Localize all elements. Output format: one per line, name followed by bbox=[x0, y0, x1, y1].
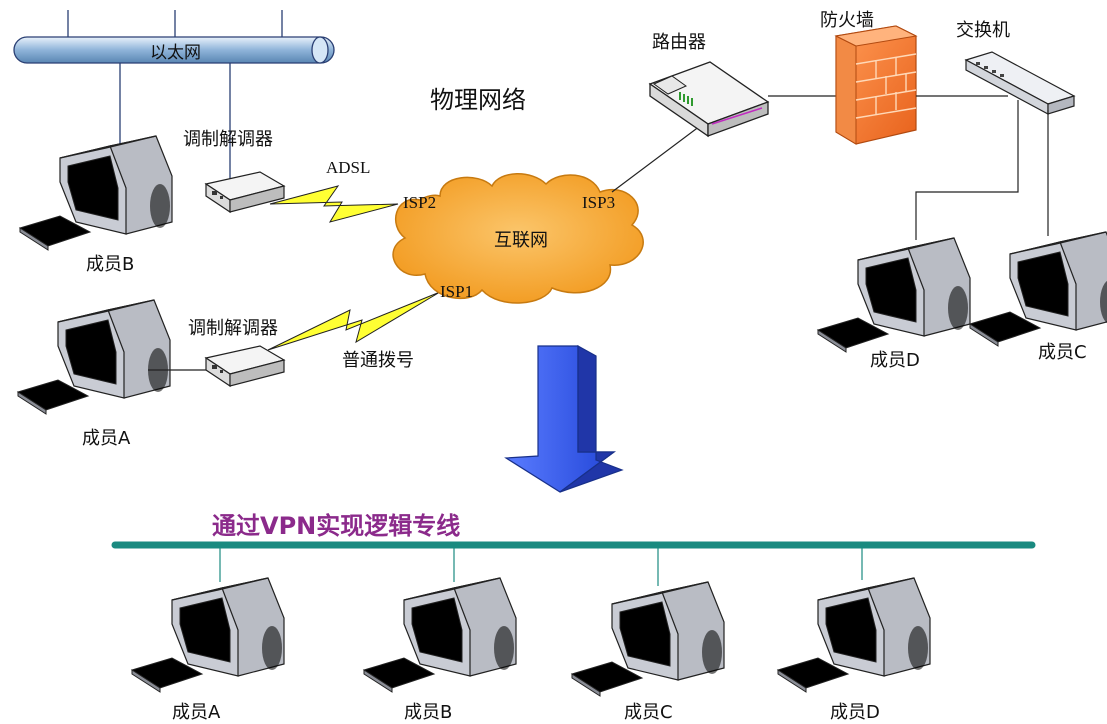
member-a-label: 成员A bbox=[82, 428, 131, 449]
member-d-computer bbox=[817, 237, 971, 353]
transform-arrow-icon bbox=[504, 344, 624, 493]
vpn-member-c-label: 成员C bbox=[624, 702, 673, 723]
vpn-member-b-label: 成员B bbox=[404, 702, 453, 723]
internet-cloud bbox=[392, 173, 644, 304]
switch-label: 交换机 bbox=[956, 20, 1010, 41]
isp2-label: ISP2 bbox=[403, 193, 437, 212]
vpn-member-c-computer bbox=[571, 581, 725, 697]
ethernet-label: 以太网 bbox=[150, 43, 201, 63]
vpn-title: 通过VPN实现逻辑专线 bbox=[212, 512, 461, 540]
member-a-computer bbox=[17, 299, 171, 415]
isp1-label: ISP1 bbox=[440, 282, 474, 301]
vpn-member-d-computer bbox=[777, 577, 931, 693]
vpn-member-d-label: 成员D bbox=[830, 702, 880, 723]
modem-upper-label: 调制解调器 bbox=[183, 129, 273, 150]
modem-lower-icon bbox=[205, 345, 285, 387]
isp3-label: ISP3 bbox=[582, 193, 616, 212]
router-label: 路由器 bbox=[652, 32, 706, 53]
router-icon bbox=[648, 61, 770, 138]
member-c-computer bbox=[969, 231, 1107, 347]
member-c-label: 成员C bbox=[1038, 342, 1087, 363]
switch-links bbox=[915, 100, 1049, 240]
firewall-label: 防火墙 bbox=[820, 10, 874, 31]
modem-upper-icon bbox=[205, 171, 285, 213]
link-cloud-router bbox=[611, 125, 701, 193]
vpn-drop-lines bbox=[219, 545, 863, 586]
vpn-member-b-computer bbox=[363, 577, 517, 693]
member-b-label: 成员B bbox=[86, 254, 135, 275]
dialup-label: 普通拨号 bbox=[342, 350, 414, 371]
internet-label: 互联网 bbox=[494, 230, 548, 251]
physical-network-label: 物理网络 bbox=[430, 86, 526, 114]
ethernet-bus bbox=[13, 10, 335, 180]
switch-icon bbox=[964, 51, 1076, 116]
vpn-member-a-computer bbox=[131, 577, 285, 693]
member-b-computer bbox=[19, 135, 173, 251]
member-d-label: 成员D bbox=[870, 350, 920, 371]
adsl-label: ADSL bbox=[326, 158, 371, 177]
vpn-member-a-label: 成员A bbox=[172, 702, 221, 723]
dialup-lightning-icon bbox=[267, 291, 441, 351]
firewall-icon bbox=[834, 25, 918, 145]
modem-lower-label: 调制解调器 bbox=[188, 318, 278, 339]
adsl-lightning-icon bbox=[269, 185, 399, 223]
